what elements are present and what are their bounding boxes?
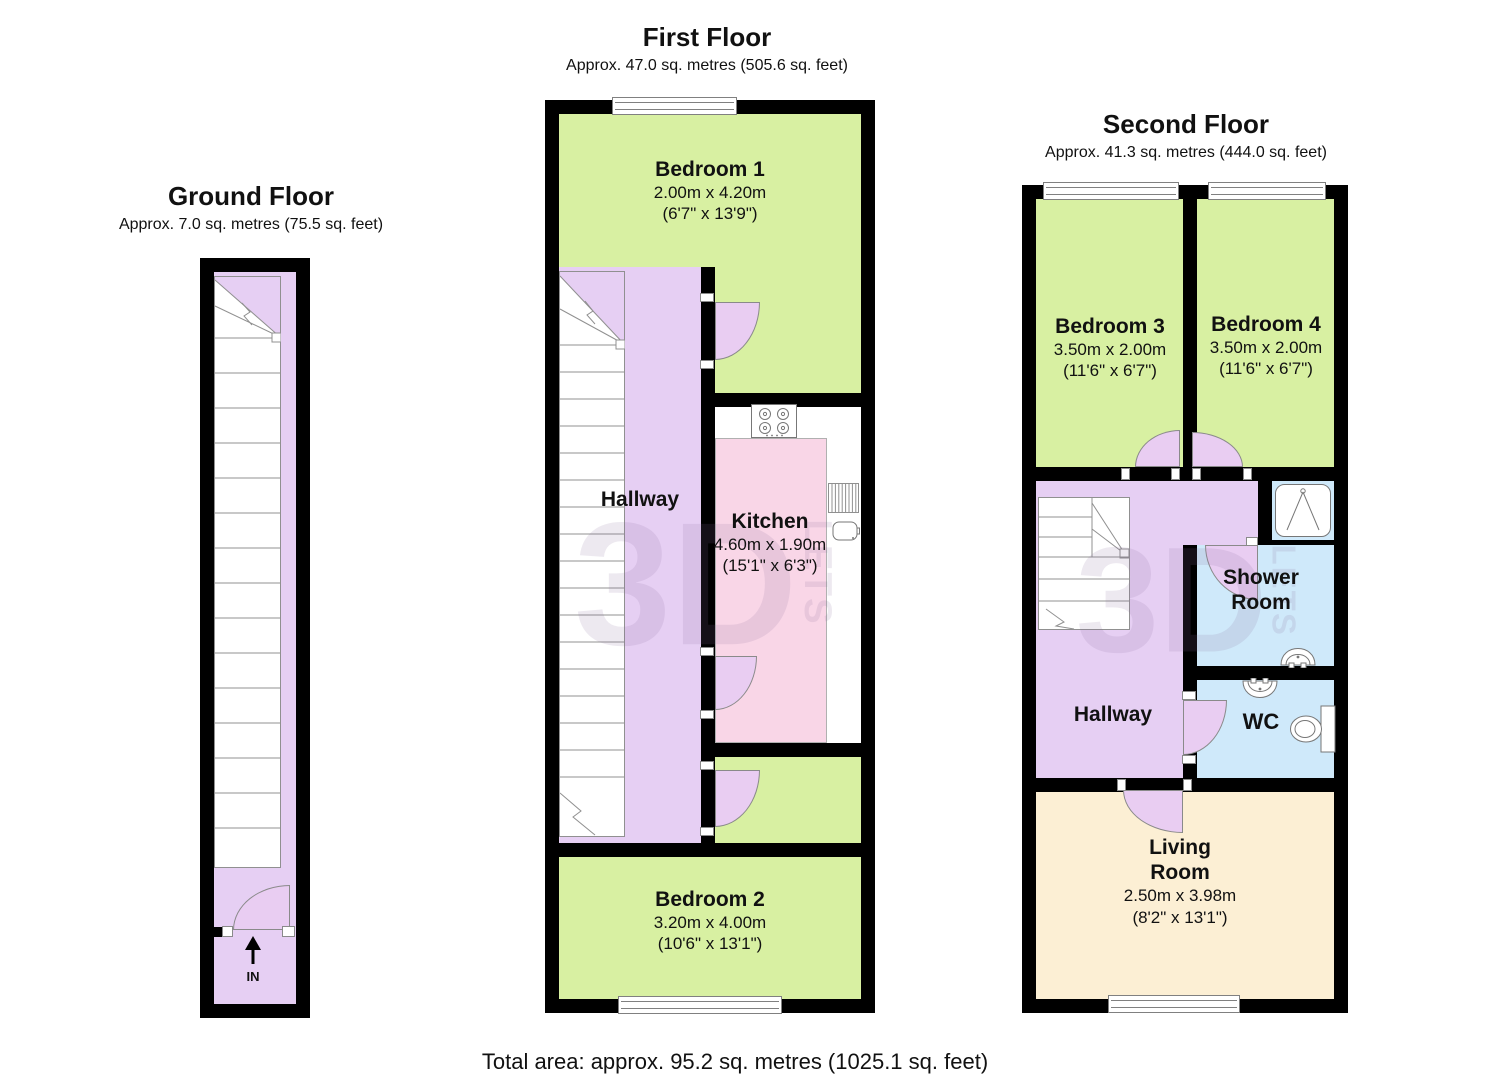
wall <box>1036 467 1130 481</box>
window <box>612 97 737 115</box>
first-floor-subtitle: Approx. 47.0 sq. metres (505.6 sq. feet) <box>566 57 848 74</box>
door-jamb <box>1243 468 1252 480</box>
wall <box>545 843 715 857</box>
sink-icon <box>1239 677 1281 710</box>
hallway-label-first-floor: Hallway <box>600 488 680 511</box>
second-floor-title: Second Floor <box>1102 109 1270 139</box>
room-bedroom-4 <box>1197 199 1334 467</box>
wall <box>1183 545 1197 700</box>
living-room-label: Living Room 2.50m x 3.98m (8'2" x 13'1") <box>1123 836 1237 927</box>
kitchen-label: Kitchen 4.60m x 1.90m (15'1" x 6'3") <box>713 510 827 576</box>
door-jamb <box>700 761 714 770</box>
first-floor-title: First Floor <box>642 22 772 52</box>
radiator-icon <box>828 483 859 513</box>
window <box>1043 182 1179 200</box>
wall <box>1180 467 1192 481</box>
bedroom-1-label: Bedroom 1 2.00m x 4.20m (6'7" x 13'9") <box>653 158 767 224</box>
wall <box>1183 666 1334 680</box>
wall <box>701 743 861 757</box>
wall <box>701 360 715 656</box>
bedroom-2-label: Bedroom 2 3.20m x 4.00m (10'6" x 13'1") <box>653 888 767 954</box>
ground-floor-plan <box>200 258 310 1018</box>
toilet-icon <box>1289 703 1337 755</box>
wall <box>1258 481 1272 540</box>
shower-room-label: Shower Room <box>1223 566 1299 615</box>
hallway-label-second-floor: Hallway <box>1073 703 1153 726</box>
ground-floor-title-block: Ground Floor Approx. 7.0 sq. metres (75.… <box>119 181 383 234</box>
window <box>1108 995 1240 1013</box>
second-floor-subtitle: Approx. 41.3 sq. metres (444.0 sq. feet) <box>1045 144 1327 161</box>
wall <box>1183 199 1197 467</box>
stairs-second-floor <box>1038 497 1130 630</box>
total-area-label: Total area: approx. 95.2 sq. metres (102… <box>481 1049 989 1074</box>
door-jamb <box>1117 779 1126 791</box>
door-jamb <box>222 926 233 937</box>
second-floor-title-block: Second Floor Approx. 41.3 sq. metres (44… <box>1045 109 1327 162</box>
door-jamb <box>700 647 714 656</box>
wall <box>1036 778 1126 792</box>
door-jamb <box>1182 691 1196 700</box>
door-jamb <box>1171 468 1180 480</box>
wall <box>200 927 222 937</box>
room-living-room <box>1036 792 1334 999</box>
first-floor-title-block: First Floor Approx. 47.0 sq. metres (505… <box>566 22 848 75</box>
door-jamb <box>1183 779 1192 791</box>
ground-floor-subtitle: Approx. 7.0 sq. metres (75.5 sq. feet) <box>118 216 384 233</box>
sink-icon <box>1277 636 1319 669</box>
second-floor-plan <box>1022 182 1348 1013</box>
door-jamb <box>1192 468 1201 480</box>
door-jamb <box>1246 537 1258 546</box>
in-arrow-icon <box>244 936 262 966</box>
boiler-icon <box>832 519 860 543</box>
door-jamb <box>1121 468 1130 480</box>
shower-tray-icon <box>1274 483 1332 538</box>
door-jamb <box>700 293 714 302</box>
door-jamb <box>700 827 714 836</box>
bedroom-4-label: Bedroom 4 3.50m x 2.00m (11'6" x 6'7") <box>1209 313 1323 379</box>
entrance-label: IN <box>246 969 260 984</box>
bedroom-3-label: Bedroom 3 3.50m x 2.00m (11'6" x 6'7") <box>1053 315 1167 381</box>
door-jamb <box>1182 755 1196 764</box>
door-jamb <box>700 360 714 369</box>
door-jamb <box>282 926 295 937</box>
door-jamb <box>700 710 714 719</box>
window <box>618 996 782 1014</box>
window <box>1208 182 1326 200</box>
room-bedroom-2 <box>559 857 861 999</box>
wc-label: WC <box>1242 709 1280 734</box>
stairs-ground-floor <box>214 276 282 868</box>
room-bedroom-3 <box>1036 199 1183 467</box>
wall <box>701 393 861 407</box>
wall <box>1243 467 1334 481</box>
wall <box>1183 778 1334 792</box>
stove-icon <box>751 404 797 438</box>
first-floor-plan <box>545 97 875 1014</box>
room-bedroom-1 <box>559 114 861 267</box>
ground-floor-title: Ground Floor <box>167 181 335 211</box>
stairs-first-floor <box>559 271 626 837</box>
room-hallway <box>1183 481 1258 545</box>
